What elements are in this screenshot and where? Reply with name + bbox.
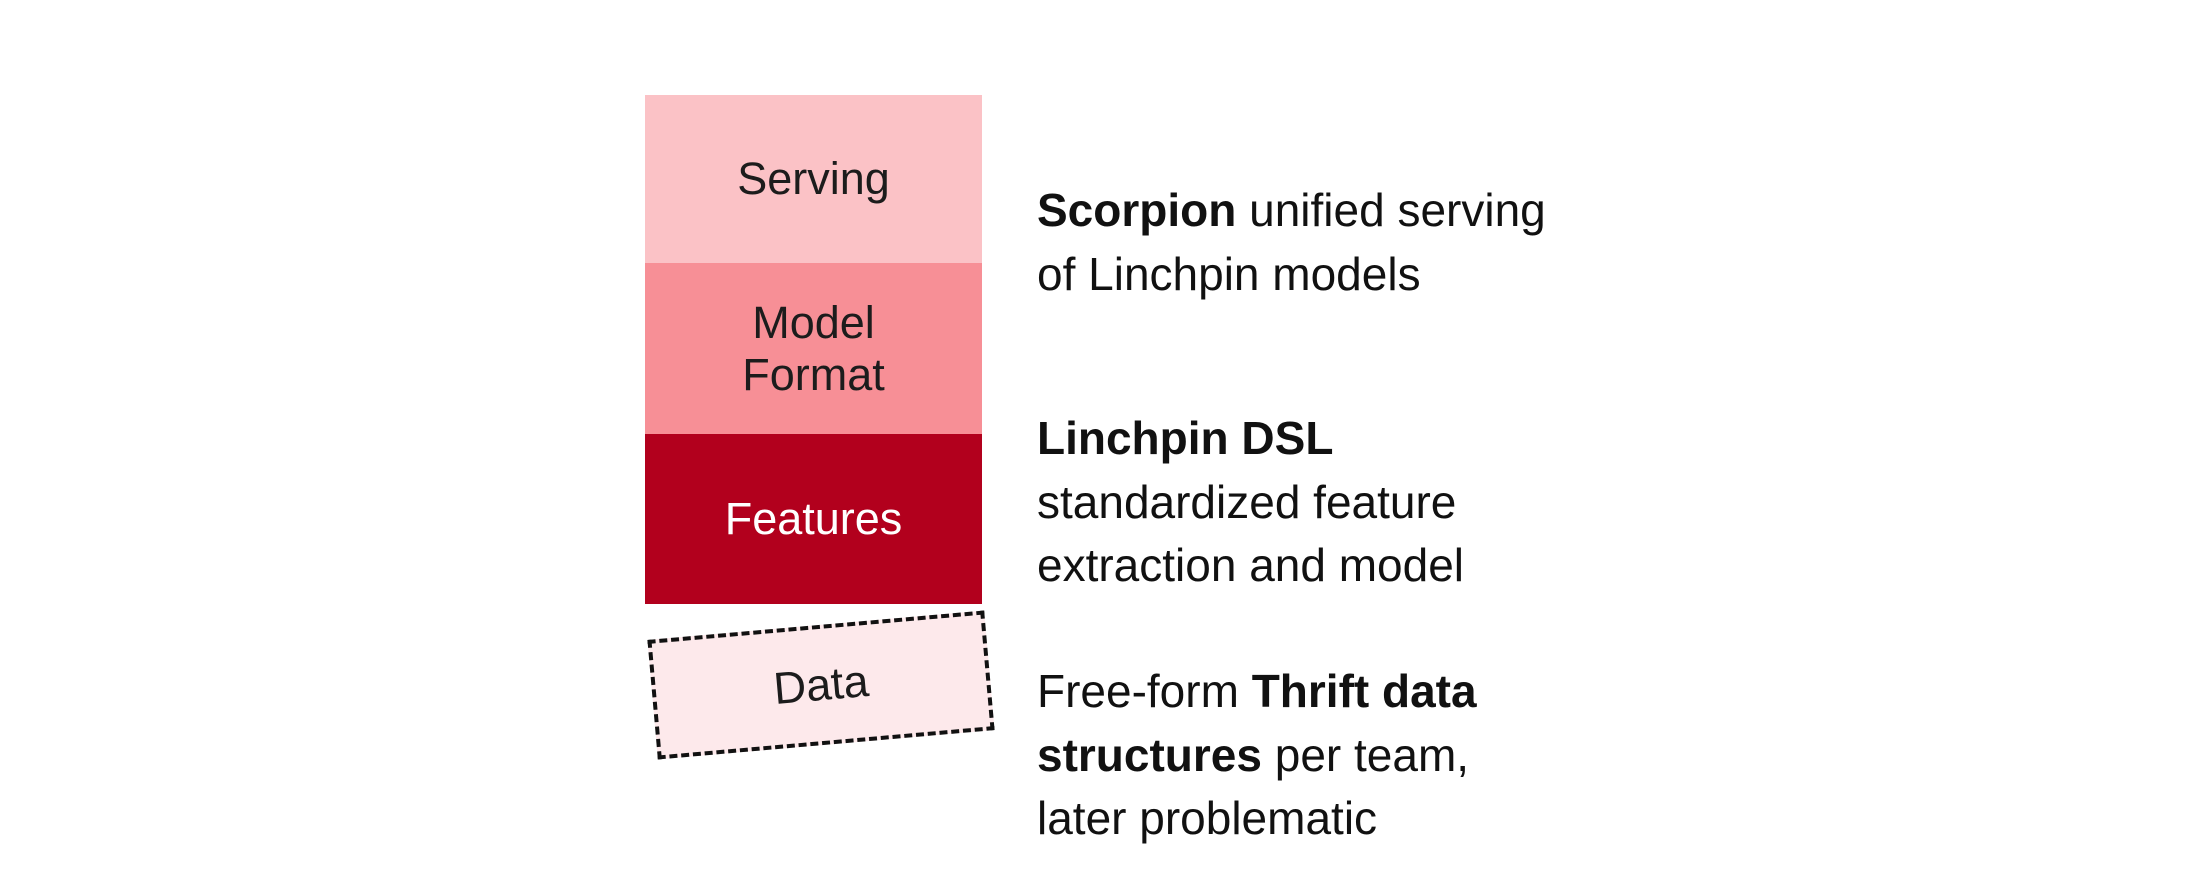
annotation-serving-bold: Scorpion <box>1037 184 1237 237</box>
annotation-model-format-bold: Linchpin DSL <box>1037 412 1334 465</box>
layer-data: Data <box>647 610 995 760</box>
annotation-data-rest: per team, later problematic <box>1037 728 1470 845</box>
layer-data-label: Data <box>771 654 871 715</box>
annotation-data: Free-form Thrift data structures per tea… <box>1037 597 1477 851</box>
layer-model-format: Model Format <box>645 263 982 434</box>
annotation-serving: Scorpion unified serving of Linchpin mod… <box>1037 116 1546 306</box>
layer-serving: Serving <box>645 95 982 263</box>
annotation-model-format: Linchpin DSL standardized feature extrac… <box>1037 344 1464 598</box>
layer-stack: Serving Model Format Features <box>645 95 982 604</box>
layer-serving-label: Serving <box>737 153 890 205</box>
annotation-model-format-rest: standardized feature extraction and mode… <box>1037 475 1465 592</box>
annotation-serving-rest: unified serving of Linchpin models <box>1037 184 1546 300</box>
layer-model-format-label: Model Format <box>742 296 885 400</box>
annotation-data-prefix: Free-form <box>1037 665 1252 718</box>
layer-features: Features <box>645 434 982 604</box>
layer-features-label: Features <box>724 493 903 545</box>
annotation-data-bold: Thrift data structures <box>1037 665 1477 781</box>
